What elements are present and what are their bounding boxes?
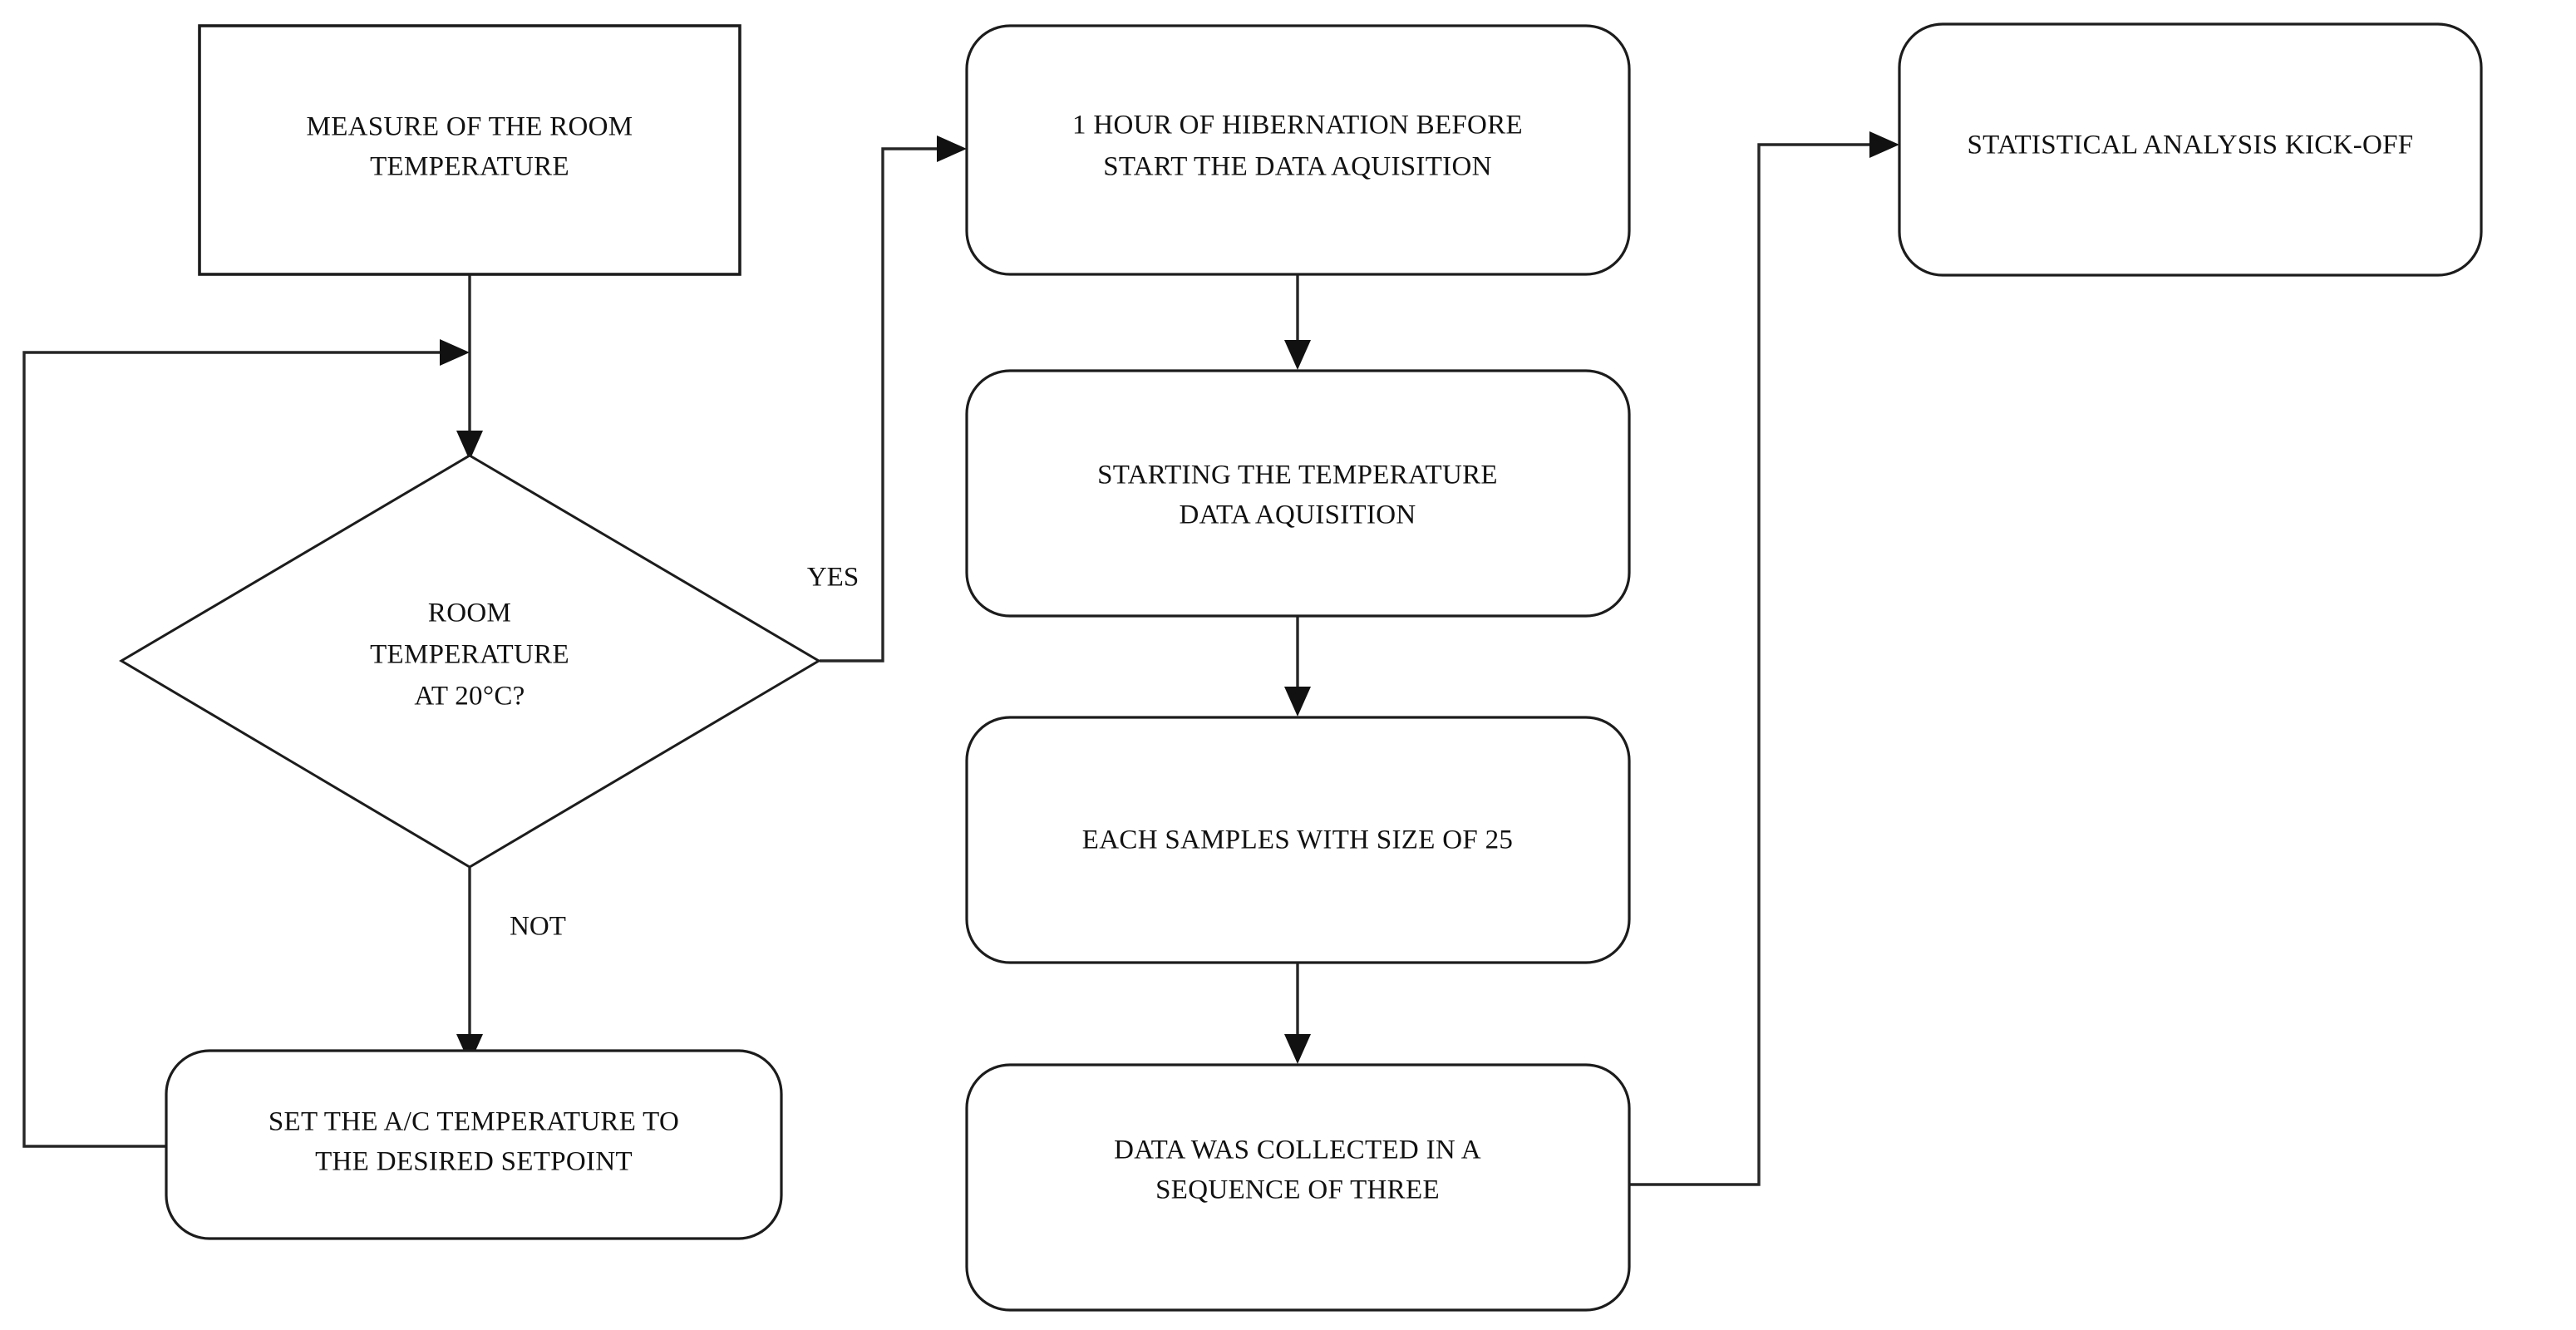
edge-setac-feedback-to-measure — [22, 339, 470, 1148]
edge-sequence-to-statistical-analysis — [1629, 131, 1899, 1186]
node-shape-rounded-rectangle — [1898, 22, 2483, 277]
node-label-line-2: SEQUENCE OF THREE — [1155, 1175, 1440, 1205]
node-start-acquisition[interactable]: STARTING THE TEMPERATURE DATA AQUISITION — [965, 369, 1631, 618]
arrow-head-icon — [1284, 340, 1311, 370]
node-label-line-2: START THE DATA AQUISITION — [1103, 152, 1491, 182]
edge-line — [1629, 143, 1884, 1186]
node-label-line-2: THE DESIRED SETPOINT — [315, 1147, 633, 1177]
node-label-line-1: MEASURE OF THE ROOM — [307, 112, 633, 142]
node-statistical-analysis[interactable]: STATISTICAL ANALYSIS KICK-OFF — [1898, 22, 2483, 277]
node-label-line-1: SET THE A/C TEMPERATURE TO — [268, 1107, 679, 1137]
arrow-head-icon — [1284, 687, 1311, 717]
arrow-head-icon — [456, 1034, 483, 1064]
node-label-line-1: STARTING THE TEMPERATURE — [1097, 461, 1498, 490]
node-label-line-2: DATA AQUISITION — [1179, 500, 1416, 530]
node-label-line-1: STATISTICAL ANALYSIS KICK-OFF — [1968, 131, 2414, 160]
node-label-line-2: TEMPERATURE — [370, 152, 569, 182]
arrow-head-icon — [456, 431, 483, 461]
node-shape-rounded-rectangle — [965, 24, 1631, 276]
node-hibernation[interactable]: 1 HOUR OF HIBERNATION BEFORE START THE D… — [965, 24, 1631, 276]
node-set-ac-setpoint[interactable]: SET THE A/C TEMPERATURE TO THE DESIRED S… — [165, 1049, 783, 1240]
edge-line — [22, 351, 455, 1148]
node-room-temperature-decision[interactable]: ROOM TEMPERATURE AT 20°C? — [119, 454, 821, 869]
edge-label-not: NOT — [510, 912, 566, 942]
node-sample-size[interactable]: EACH SAMPLES WITH SIZE OF 25 — [965, 716, 1631, 964]
node-shape-rounded-rectangle — [965, 1063, 1631, 1312]
arrow-head-icon — [1284, 1034, 1311, 1064]
node-shape-rounded-rectangle — [965, 369, 1631, 618]
node-label-line-1: ROOM — [428, 598, 511, 628]
edge-decision-yes-to-hibernation — [820, 135, 967, 663]
edge-label-yes: YES — [807, 563, 859, 593]
node-label-line-3: AT 20°C? — [414, 682, 525, 712]
arrow-head-icon — [937, 135, 967, 162]
arrow-head-icon — [440, 339, 470, 366]
node-label-line-1: DATA WAS COLLECTED IN A — [1114, 1135, 1481, 1165]
edge-start-acquisition-to-sample-size — [1284, 616, 1311, 717]
node-label-line-1: EACH SAMPLES WITH SIZE OF 25 — [1082, 825, 1513, 855]
node-measure-room-temperature[interactable]: MEASURE OF THE ROOM TEMPERATURE — [198, 24, 741, 276]
edge-sample-size-to-sequence — [1284, 963, 1311, 1064]
node-shape-rectangle — [198, 24, 741, 276]
node-shape-rounded-rectangle — [965, 716, 1631, 964]
node-label-line-2: TEMPERATURE — [370, 640, 569, 670]
edge-decision-not-to-setac — [456, 868, 483, 1064]
edge-measure-to-decision — [456, 275, 483, 461]
node-shape-diamond — [119, 454, 821, 869]
node-label-line-1: 1 HOUR OF HIBERNATION BEFORE — [1072, 111, 1523, 140]
edge-line — [820, 147, 952, 663]
node-sequence-of-three[interactable]: DATA WAS COLLECTED IN A SEQUENCE OF THRE… — [965, 1063, 1631, 1312]
node-shape-rounded-rectangle — [165, 1049, 783, 1240]
edge-hibernation-to-start-acquisition — [1284, 275, 1311, 370]
arrow-head-icon — [1869, 131, 1899, 158]
